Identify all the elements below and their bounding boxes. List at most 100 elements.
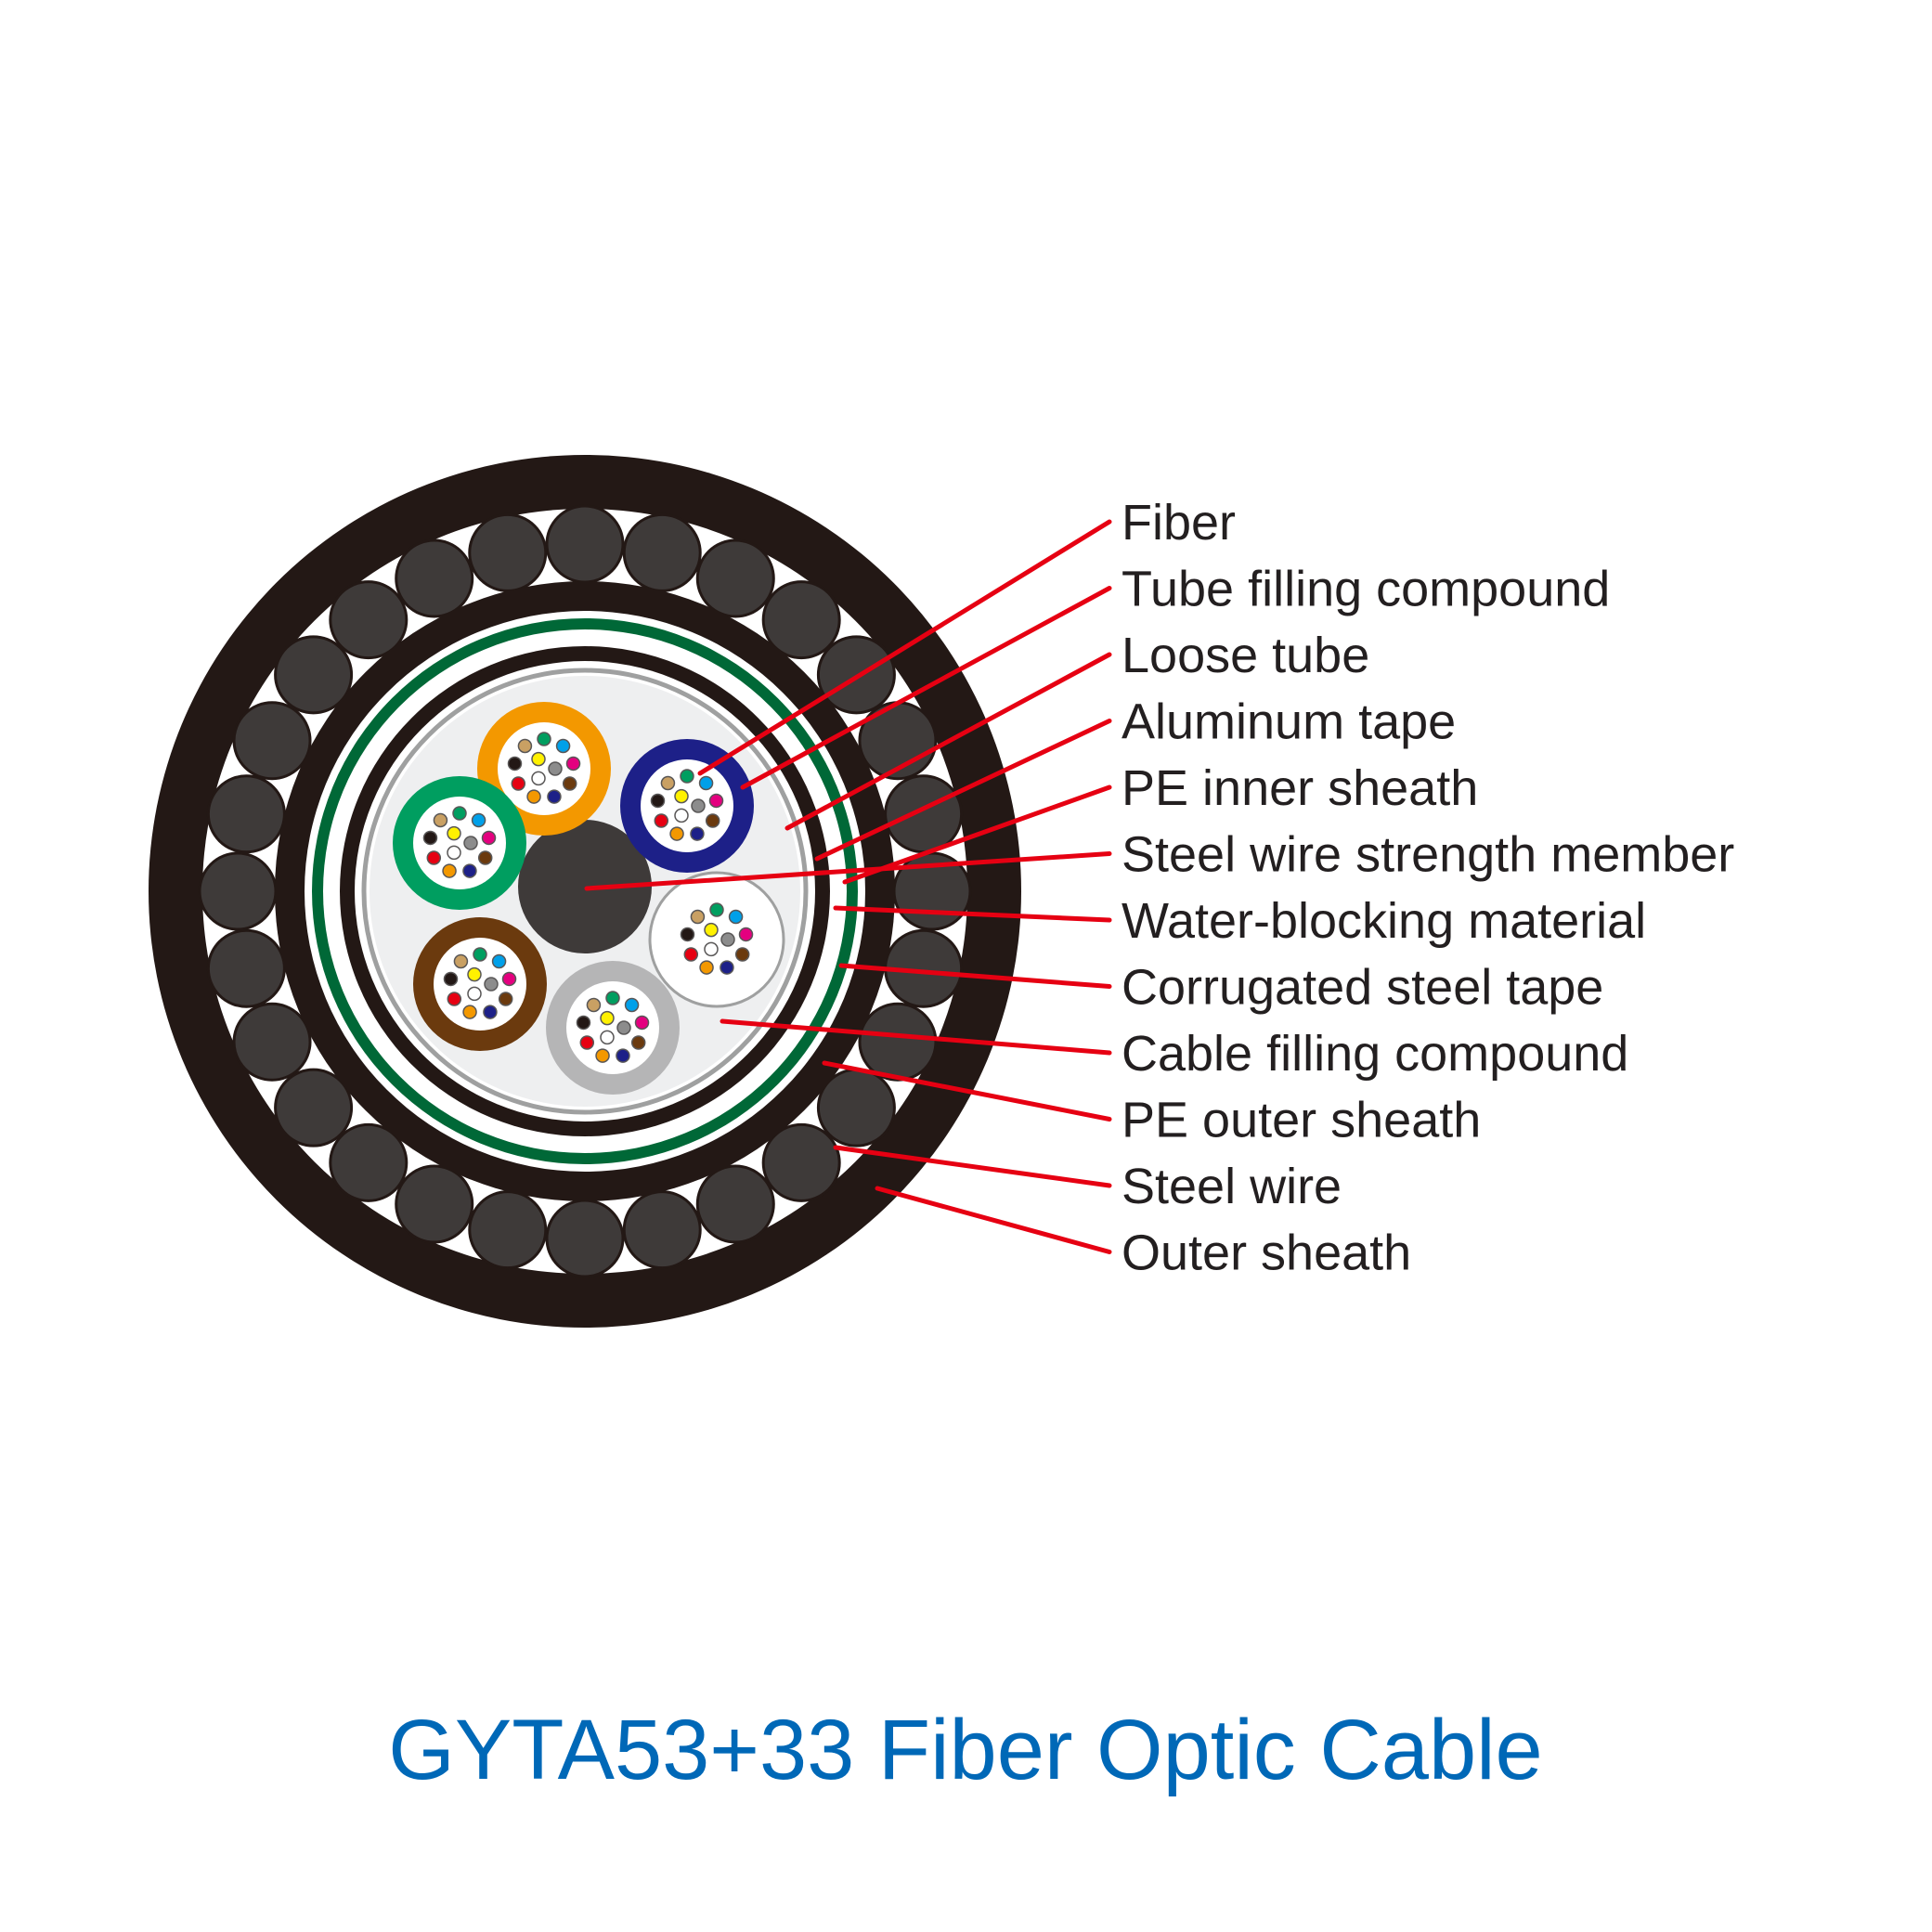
- fiber: [720, 960, 734, 975]
- callout-label: Aluminum tape: [1122, 694, 1456, 750]
- fiber: [531, 771, 546, 786]
- fiber: [433, 812, 448, 828]
- fiber: [491, 953, 507, 969]
- steel-wire-armor-layer: [198, 504, 972, 1278]
- leader-line: [784, 652, 1112, 831]
- steel-wire: [545, 504, 625, 584]
- fiber: [507, 756, 523, 772]
- fiber: [517, 738, 533, 754]
- fiber: [699, 960, 714, 975]
- steel-wire: [198, 851, 278, 931]
- fiber: [669, 826, 684, 841]
- fiber: [708, 793, 724, 809]
- fiber: [547, 789, 562, 804]
- fiber: [473, 947, 487, 962]
- fiber: [654, 813, 669, 828]
- fiber: [674, 808, 689, 823]
- fiber: [616, 1048, 630, 1063]
- steel-wire: [329, 580, 408, 660]
- fiber: [595, 1048, 610, 1063]
- fiber: [690, 826, 705, 841]
- loose-tube: [413, 917, 547, 1051]
- callout-label: PE inner sheath: [1122, 760, 1478, 816]
- leader-line: [740, 586, 1112, 790]
- fiber: [698, 775, 714, 791]
- steel-wire: [884, 774, 964, 854]
- loose-tube: [648, 871, 785, 1008]
- fiber: [624, 997, 640, 1013]
- steel-wire: [232, 701, 312, 781]
- callout-label: Loose tube: [1122, 628, 1369, 683]
- fiber: [462, 1005, 477, 1019]
- steel-wire: [468, 512, 548, 592]
- fiber: [728, 909, 744, 925]
- steel-wire: [858, 1002, 938, 1082]
- fiber: [709, 902, 724, 917]
- fiber: [477, 850, 493, 865]
- fiber: [483, 1005, 498, 1019]
- leader-line: [838, 963, 1112, 989]
- leader-line: [584, 851, 1112, 891]
- callout-label: Cable filling compound: [1122, 1026, 1628, 1082]
- fiber: [484, 977, 499, 992]
- fiber: [680, 927, 695, 942]
- steel-wire: [761, 1122, 841, 1202]
- fiber: [462, 863, 477, 878]
- fiber: [734, 947, 750, 962]
- fiber: [691, 798, 706, 813]
- steel-wire: [274, 635, 354, 715]
- steel-wire: [206, 928, 286, 1008]
- loose-tubes-group: [393, 702, 785, 1095]
- callout-label: Steel wire strength member: [1122, 827, 1734, 883]
- fiber: [442, 863, 457, 878]
- callout-label: Outer sheath: [1122, 1225, 1411, 1281]
- fiber: [467, 966, 482, 982]
- fiber: [537, 732, 551, 746]
- steel-wire: [761, 580, 841, 660]
- loose-tube: [546, 961, 680, 1095]
- fiber: [576, 1015, 591, 1031]
- callout-label: PE outer sheath: [1122, 1093, 1481, 1148]
- fiber: [548, 761, 563, 776]
- fiber: [704, 941, 719, 957]
- fiber: [481, 830, 497, 846]
- steel-wire: [395, 1164, 474, 1244]
- callout-label: Steel wire: [1122, 1159, 1342, 1214]
- fiber: [634, 1015, 650, 1031]
- steel-wire: [695, 1164, 775, 1244]
- fiber: [531, 751, 546, 767]
- fiber: [616, 1020, 631, 1035]
- fiber: [704, 922, 719, 938]
- fiber: [463, 836, 478, 850]
- callout-label: Water-blocking material: [1122, 893, 1646, 949]
- fiber: [683, 947, 699, 962]
- fiber: [467, 986, 482, 1002]
- fiber: [471, 812, 486, 828]
- fiber: [555, 738, 571, 754]
- fiber: [660, 775, 676, 791]
- steel-wire: [468, 1190, 548, 1270]
- fiber: [453, 953, 469, 969]
- loose-tube: [620, 739, 754, 873]
- callout-label: Corrugated steel tape: [1122, 960, 1603, 1016]
- leader-line: [720, 1018, 1112, 1056]
- leader-line: [833, 905, 1112, 923]
- steel-wire: [274, 1068, 354, 1148]
- loose-tube: [393, 776, 526, 910]
- steel-wire: [329, 1122, 408, 1202]
- steel-wire: [395, 538, 474, 618]
- steel-wire: [232, 1002, 312, 1082]
- fiber: [674, 788, 689, 804]
- leader-lines: [584, 519, 1112, 1254]
- fiber: [605, 991, 620, 1005]
- fiber: [586, 997, 602, 1013]
- fiber: [630, 1035, 646, 1050]
- fiber: [511, 776, 526, 791]
- fiber: [443, 971, 459, 987]
- fiber: [705, 813, 720, 828]
- steel-wire: [622, 1190, 702, 1270]
- fiber: [452, 806, 467, 821]
